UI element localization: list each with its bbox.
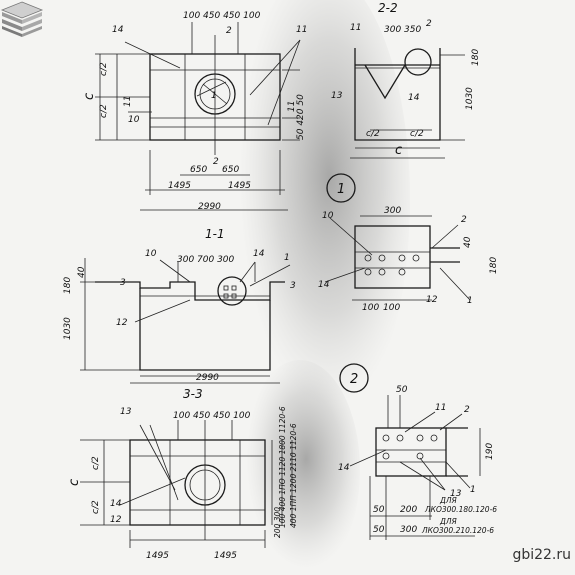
section-1-mark-1: 1 — [284, 253, 290, 263]
plan-dim-1495-a: 1495 — [168, 181, 191, 191]
plan-mark-11-left: 11 — [123, 96, 133, 107]
section-3-title: 3-3 — [183, 387, 203, 401]
section-1-1: 1-1 300 700 300 10 14 1 3 3 12 40 180 10… — [63, 227, 296, 384]
section-1-mark-3b: 3 — [290, 281, 296, 291]
plan-total: 2990 — [198, 202, 221, 212]
section-1-dims-top: 300 700 300 — [177, 255, 235, 265]
plan-top-dims: 100 450 450 100 — [183, 11, 261, 21]
section-2-mark-13: 13 — [331, 91, 343, 101]
detail-2-note-1: ДЛЯ — [439, 496, 457, 505]
detail-1-height: 180 — [489, 257, 499, 274]
section-2-height: 1030 — [465, 87, 475, 110]
plan-half-c-bot: c/2 — [99, 104, 109, 118]
detail-2-mark-1: 1 — [470, 485, 476, 495]
section-2-2: 2-2 300 350 11 2 13 14 1030 180 c/2 c/2 … — [331, 1, 481, 159]
detail-1-mark-12: 12 — [426, 295, 438, 305]
copy-shadow-lower — [240, 360, 360, 575]
section-1-mark-14: 14 — [253, 249, 265, 259]
plan-mark-14: 14 — [112, 25, 124, 35]
plan-side-11: 11 — [287, 101, 297, 112]
section-1-width: 2990 — [196, 373, 219, 383]
detail-2-dim-300: 300 — [400, 525, 417, 535]
section-2-c: c — [395, 143, 402, 158]
section-2-mark-14: 14 — [408, 93, 420, 103]
section-1-height: 1030 — [63, 317, 73, 340]
plan-c: c — [82, 93, 97, 100]
section-2-mark-2: 2 — [426, 19, 432, 29]
detail-2-dim-200: 200 — [400, 505, 417, 515]
detail-1-mark-10: 10 — [322, 211, 334, 221]
detail-2-marker: 2 — [339, 363, 369, 393]
section-3-dims-top: 100 450 450 100 — [173, 411, 251, 421]
section-3-c: c — [67, 479, 82, 486]
detail-1-mark-14: 14 — [318, 280, 330, 290]
plan-dim-1495-b: 1495 — [228, 181, 251, 191]
section-3-half-a: c/2 — [91, 456, 101, 470]
section-2-mark-11: 11 — [350, 23, 361, 33]
top-plan: 100 450 450 100 2 14 11 c/2 c/2 c 11 10 … — [82, 11, 307, 212]
plan-mark-2-bot: 2 — [213, 157, 219, 167]
section-2-half-a: c/2 — [366, 129, 380, 139]
detail-1-circle — [326, 173, 356, 203]
detail-1-label: 1 — [337, 182, 345, 197]
detail-1-dim-100-a: 100 — [362, 303, 379, 313]
plan-dim-650-b: 650 — [222, 165, 239, 175]
section-3-dim-1495-a: 1495 — [146, 551, 169, 561]
section-2-dims-top: 300 350 — [384, 25, 421, 35]
section-3-dim-1495-b: 1495 — [214, 551, 237, 561]
section-2-half-b: c/2 — [410, 129, 424, 139]
section-3-mark-14: 14 — [110, 499, 122, 509]
site-watermark: gbi22.ru — [512, 547, 571, 563]
detail-1-dim-100-b: 100 — [383, 303, 400, 313]
detail-2-mark-2: 2 — [464, 405, 470, 415]
detail-1-mark-2: 2 — [461, 215, 467, 225]
plan-dim-650-a: 650 — [190, 165, 207, 175]
detail-1-dim-top: 300 — [384, 206, 401, 216]
detail-2: 50 11 2 14 13 1 190 50 200 50 300 ДЛЯ ЛК… — [338, 385, 497, 540]
detail-2-label: 2 — [350, 372, 358, 387]
section-3-3: 3-3 100 450 450 100 13 c c/2 c/2 14 12 1… — [67, 387, 298, 561]
detail-2-note-2: ЛКО300.180.120-6 — [424, 505, 497, 514]
section-3-mark-13: 13 — [120, 407, 132, 417]
detail-2-mark-13: 13 — [450, 489, 462, 499]
plan-mark-2-top: 2 — [226, 26, 232, 36]
detail-2-callout — [404, 48, 432, 76]
section-1-mark-12: 12 — [116, 318, 128, 328]
detail-2-dim-50-c: 50 — [373, 525, 385, 535]
detail-1-mark-40: 40 — [463, 236, 473, 248]
section-1-left-40: 40 — [77, 266, 87, 278]
section-2-top-dim: 180 — [471, 49, 481, 66]
plan-side-dims: 50 420 50 — [296, 94, 306, 140]
section-3-vert-2: 400 1ПП 1200 2110 1120-6 — [289, 423, 298, 528]
detail-1: 1 300 10 2 40 14 12 1 100 100 180 — [318, 173, 499, 313]
section-3-half-b: c/2 — [91, 500, 101, 514]
section-3-vert-1: 100 400 1ПО 1120 1800 1120-6 — [278, 406, 287, 528]
section-1-title: 1-1 — [205, 227, 225, 241]
section-2-title: 2-2 — [378, 1, 398, 15]
detail-2-note-4: ЛКО300.210.120-6 — [421, 526, 494, 535]
plan-mark-1: 1 — [211, 91, 217, 101]
detail-2-dim-50-b: 50 — [373, 505, 385, 515]
section-1-mark-10: 10 — [145, 249, 157, 259]
detail-1-callout — [217, 276, 247, 306]
detail-2-dim-50: 50 — [396, 385, 408, 395]
stacked-slabs-logo-icon — [0, 1, 44, 37]
detail-2-mark-14: 14 — [338, 463, 350, 473]
plan-half-c-top: c/2 — [99, 62, 109, 76]
detail-2-mark-11: 11 — [435, 403, 446, 413]
section-3-vert-3: 200 300 — [273, 507, 282, 538]
section-1-mark-3: 3 — [120, 278, 126, 288]
plan-mark-11: 11 — [296, 25, 307, 35]
section-3-mark-12: 12 — [110, 515, 122, 525]
detail-1-mark-1: 1 — [467, 296, 473, 306]
detail-2-height: 190 — [485, 443, 495, 460]
plan-mark-10: 10 — [128, 115, 140, 125]
section-1-left-180: 180 — [63, 277, 73, 294]
detail-2-note-3: ДЛЯ — [439, 517, 457, 526]
